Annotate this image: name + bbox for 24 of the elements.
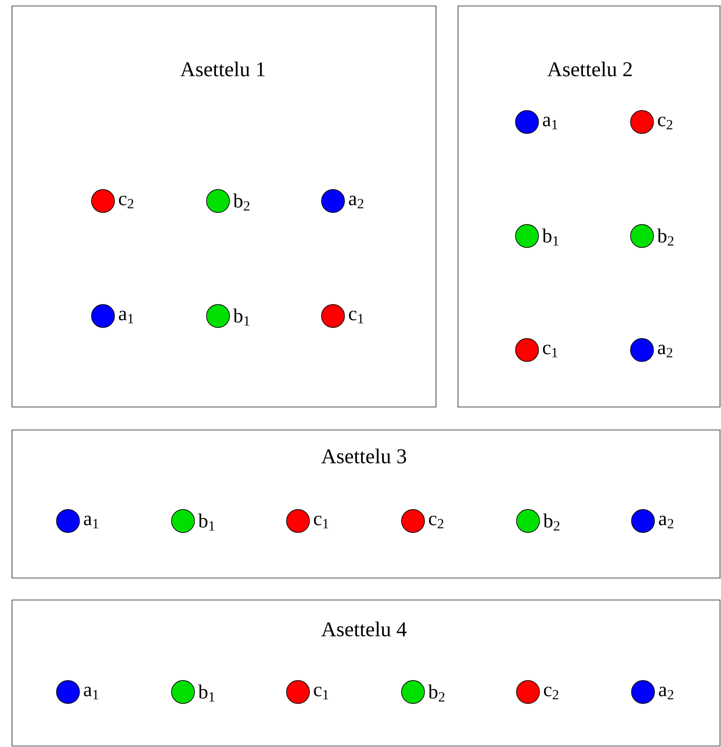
dot-label: b$_{1}$ (198, 514, 214, 530)
dot-label: a$_{2}$ (658, 516, 674, 528)
dot-label: c$_{2}$ (658, 116, 672, 130)
dot-label: a$_{2}$ (348, 196, 364, 208)
dot-label: a$_{2}$ (658, 344, 672, 358)
dot-label: c$_{2}$ (118, 196, 134, 208)
dot-label: a$_{1}$ (118, 310, 134, 324)
dot-label: b$_{1}$ (542, 228, 558, 246)
dot-label: c$_{1}$ (542, 344, 558, 358)
dot-label: a$_{1}$ (84, 686, 98, 700)
dot-label: c$_{2}$ (428, 516, 444, 528)
dot-label: a$_{1}$ (542, 116, 558, 130)
dot-label: b$_{1}$ (233, 308, 250, 326)
dot-label: a$_{1}$ (84, 516, 98, 528)
dot-label: b$_{2}$ (657, 228, 674, 246)
dot-label: b$_{2}$ (543, 514, 560, 530)
dot-label: b$_{2}$ (233, 194, 250, 210)
dot-label: a$_{2}$ (658, 686, 674, 700)
dot-label: b$_{1}$ (198, 684, 214, 702)
dot-label: b$_{2}$ (428, 684, 444, 702)
dot-label: c$_{1}$ (348, 310, 364, 324)
dot-label: c$_{1}$ (314, 516, 328, 528)
dot-label: c$_{1}$ (314, 686, 328, 700)
dot-label: c$_{2}$ (544, 686, 558, 700)
